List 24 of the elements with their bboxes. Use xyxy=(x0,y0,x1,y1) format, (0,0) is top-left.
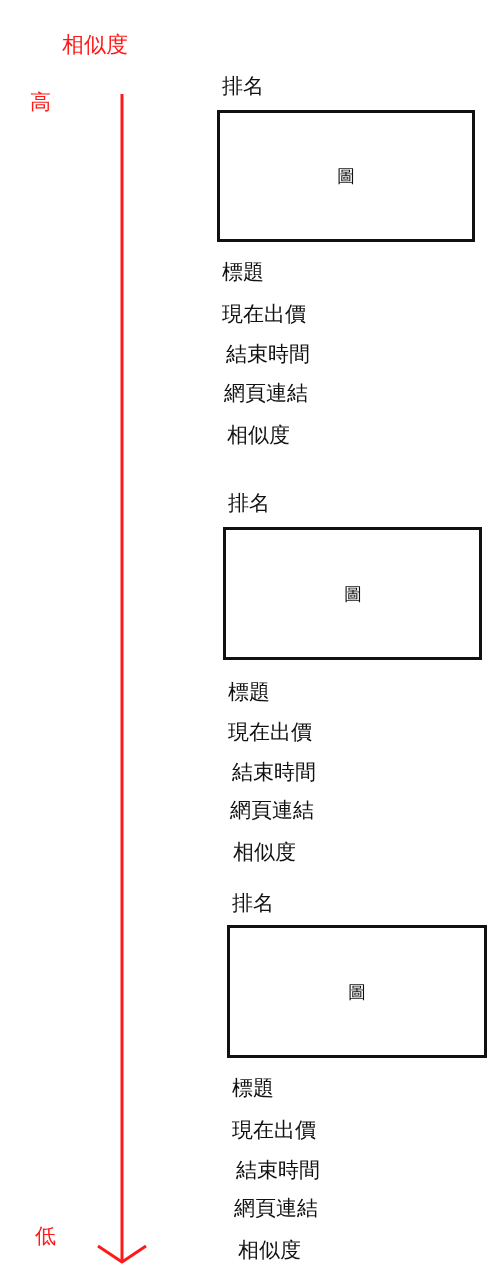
web-link-label: 網頁連結 xyxy=(234,1196,318,1220)
similarity-label: 相似度 xyxy=(227,423,290,447)
title-field-label: 標題 xyxy=(228,680,270,704)
rank-label: 排名 xyxy=(232,891,274,915)
image-placeholder-box: 圖 xyxy=(223,527,482,660)
rank-label: 排名 xyxy=(222,74,264,98)
end-time-label: 結束時間 xyxy=(236,1158,320,1182)
image-placeholder-box: 圖 xyxy=(227,925,487,1058)
web-link-label: 網頁連結 xyxy=(230,798,314,822)
similarity-label: 相似度 xyxy=(233,840,296,864)
title-field-label: 標題 xyxy=(222,260,264,284)
current-bid-label: 現在出價 xyxy=(232,1118,316,1142)
end-time-label: 結束時間 xyxy=(226,342,310,366)
similarity-label: 相似度 xyxy=(238,1238,301,1262)
rank-label: 排名 xyxy=(228,491,270,515)
axis-end-label: 低 xyxy=(35,1224,56,1248)
current-bid-label: 現在出價 xyxy=(222,302,306,326)
axis-end-label: 高 xyxy=(30,90,51,114)
end-time-label: 結束時間 xyxy=(232,760,316,784)
web-link-label: 網頁連結 xyxy=(224,381,308,405)
image-placeholder-box: 圖 xyxy=(217,110,475,242)
axis-title: 相似度 xyxy=(62,33,128,57)
current-bid-label: 現在出價 xyxy=(228,720,312,744)
title-field-label: 標題 xyxy=(232,1076,274,1100)
